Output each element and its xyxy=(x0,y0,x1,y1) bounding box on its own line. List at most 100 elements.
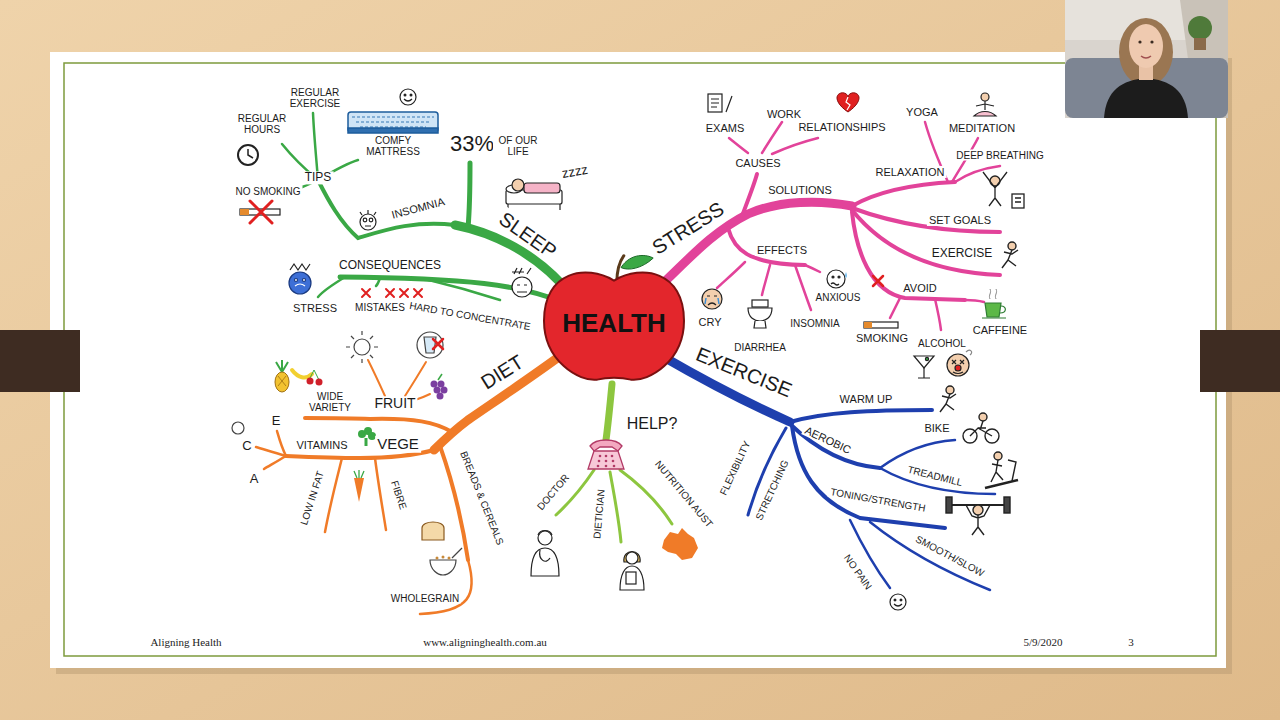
telephone-icon xyxy=(590,440,622,451)
vitamin-circle xyxy=(232,422,244,434)
stress-branch xyxy=(965,300,984,302)
branch-label: TIPS xyxy=(303,171,334,184)
smiley-icon xyxy=(890,594,906,610)
webcam-feed xyxy=(1138,40,1141,43)
branch-label: HELP? xyxy=(625,415,680,433)
branch-label: 33% xyxy=(448,132,496,156)
fruit-icons xyxy=(307,378,314,385)
insomnia-face-icon xyxy=(369,218,373,222)
webcam-feed xyxy=(1150,40,1153,43)
branch-label: STRESS xyxy=(291,302,339,314)
fruit-icons xyxy=(275,372,289,392)
smiley-icon xyxy=(894,599,896,601)
branch-label: INSOMNIA xyxy=(388,195,448,222)
branch-label: SMOKING xyxy=(854,332,910,344)
alcohol-icon xyxy=(966,350,972,355)
branch-label: ALCOHOL xyxy=(916,338,968,349)
branch-label: zzzz xyxy=(559,162,591,181)
footer-text: Aligning Health xyxy=(148,636,223,648)
smiley-icon xyxy=(400,89,416,105)
stressed-face-icon xyxy=(295,284,305,286)
stress-branch xyxy=(729,138,748,153)
help-branch xyxy=(606,384,612,440)
branch-label: DEEP BREATHING xyxy=(954,150,1045,161)
toilet-icon xyxy=(752,300,768,307)
broken-heart-icon xyxy=(837,93,859,112)
dietician-icon xyxy=(626,572,636,584)
runner-icon xyxy=(1002,250,1018,268)
branch-label: ANXIOUS xyxy=(813,292,862,303)
cigarette-icon xyxy=(864,322,898,328)
sleeping-person-icon xyxy=(508,204,560,210)
sleeping-person-icon xyxy=(506,179,562,210)
sleeping-person-icon xyxy=(512,179,524,191)
branch-label: OF OUR LIFE xyxy=(493,135,543,157)
footer-text: www.aligninghealth.com.au xyxy=(421,636,549,648)
sleep-branch xyxy=(376,278,380,286)
runner-icon xyxy=(1002,242,1018,268)
help-branch xyxy=(610,472,621,542)
stress-branch xyxy=(852,210,1000,275)
stress-branch xyxy=(717,262,745,288)
no-smoking-icon xyxy=(240,209,249,215)
treadmill-icon xyxy=(994,452,1002,460)
webcam-feed xyxy=(1065,0,1228,118)
treadmill-icon xyxy=(991,460,1003,482)
telephone-icon xyxy=(605,455,608,458)
sleep-branch xyxy=(282,113,572,302)
branch-label: CAFFEINE xyxy=(971,324,1029,336)
treadmill-icon xyxy=(1008,460,1016,481)
diet-branch xyxy=(325,458,342,532)
mistake-marks xyxy=(414,289,422,297)
diet-branch xyxy=(277,431,286,456)
doctor-icon xyxy=(540,550,550,561)
weightlifter-icon xyxy=(946,497,1010,535)
telephone-icon xyxy=(605,465,608,468)
exercise-branch xyxy=(880,440,955,468)
no-drink-icon xyxy=(417,332,443,358)
anxious-face-icon xyxy=(845,272,847,278)
no-drink-icon xyxy=(433,339,443,349)
toilet-icon xyxy=(748,300,772,328)
sleep-branch xyxy=(318,180,455,238)
toilet-icon xyxy=(754,321,766,328)
branch-label: WORK xyxy=(765,108,803,120)
grapes-icon xyxy=(441,387,448,394)
branch-label: REGULAR EXERCISE xyxy=(282,87,348,109)
smiley-icon xyxy=(404,94,406,96)
branch-label: REGULAR HOURS xyxy=(232,113,292,135)
weightlifter-icon xyxy=(966,505,990,535)
vitamin-circle xyxy=(232,422,244,434)
slide xyxy=(50,52,1226,668)
runner-icon xyxy=(946,386,954,394)
meditation-icon xyxy=(974,93,996,116)
sleeping-person-icon xyxy=(524,183,560,193)
exercise-branch xyxy=(662,356,995,590)
alcohol-icon xyxy=(952,360,964,374)
mattress-icon xyxy=(352,117,434,127)
runner-icon xyxy=(940,386,956,412)
mistake-marks xyxy=(386,289,394,297)
grapes-icon xyxy=(437,393,444,400)
branch-label: CAUSES xyxy=(733,157,782,169)
apple-shape xyxy=(544,273,684,380)
smiley-icon xyxy=(890,594,906,610)
frustrated-face-icon xyxy=(512,277,532,297)
telephone-icon xyxy=(588,440,624,469)
branch-label: DIET xyxy=(475,350,529,395)
side-bar xyxy=(1200,330,1280,392)
stress-branch xyxy=(762,265,770,295)
branch-label: LOW IN FAT xyxy=(298,468,327,528)
alcohol-icon xyxy=(947,354,969,376)
sleep-branch xyxy=(340,277,562,302)
branch-label: MEDITATION xyxy=(947,122,1017,134)
stressed-face-icon xyxy=(295,279,298,282)
cigarette-icon xyxy=(864,322,872,328)
branch-label: EXAMS xyxy=(704,122,747,134)
telephone-icon xyxy=(605,460,608,463)
stress-branch xyxy=(890,298,900,318)
frustrated-face-icon xyxy=(512,268,531,274)
smiley-icon xyxy=(900,599,902,601)
